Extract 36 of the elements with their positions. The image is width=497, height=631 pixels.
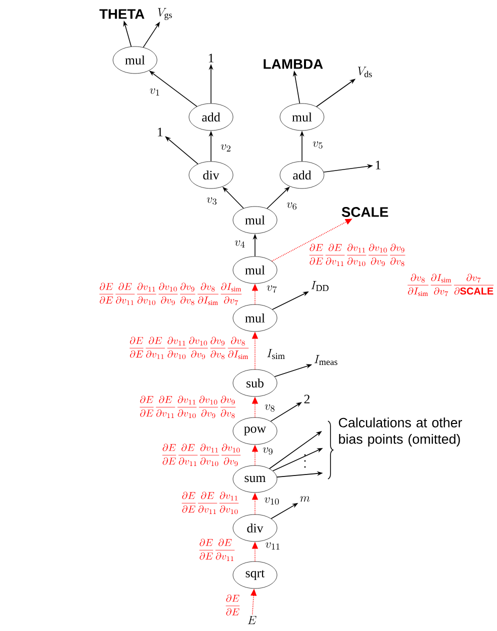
constant-label: 2 <box>304 394 310 404</box>
gradient-formula: $\frac{\partial E}{\partial E}\frac{\partial E}{\partial v_{11}}$ <box>199 538 235 561</box>
constant-label: 1 <box>208 54 214 62</box>
constant-label: 1 <box>158 128 162 136</box>
constant-label: 1 <box>376 160 380 170</box>
edge-label: $v_{10}$ <box>264 497 280 505</box>
gradient-formula: $\frac{\partial E}{\partial E}\frac{\partial E}{\partial v_{11}}\frac{\partial v_{11}}{\partial v_{10}}\frac{\partial v_{10}}{\partial v_9}\frac{\partial v_9}{\partial v_8}$ <box>309 244 406 266</box>
edge-label: $v_1$ <box>149 88 161 96</box>
gradient-formula: $\frac{\partial v_8}{\partial I_{\mathrm{sim}}}\frac{\partial I_{\mathrm{sim}}}{\partial v_7}\frac{\partial v_7}{\partial\textsf{\textbf{SCALE}}}$ <box>408 274 494 296</box>
gradient-formula: $\frac{\partial E}{\partial E}\frac{\partial E}{\partial v_{11}}\frac{\partial v_{11}}{\partial v_{10}}\frac{\partial v_{10}}{\partial v_9}$ <box>162 444 241 466</box>
edge-label: $v_3$ <box>206 197 218 205</box>
parameter-label: THETA <box>99 9 144 19</box>
gradient-formula: $\frac{\partial E}{\partial E}\frac{\partial E}{\partial v_{11}}\frac{\partial v_{11}}{\partial v_{10}}$ <box>182 492 239 514</box>
parameter-label: SCALE <box>342 207 388 217</box>
parameter-label: LAMBDA <box>264 59 323 69</box>
edge-label: $v_7$ <box>266 285 278 293</box>
edge-label: $v_9$ <box>262 447 274 455</box>
gradient-formula: $\frac{\partial E}{\partial E}\frac{\partial E}{\partial v_{11}}\frac{\partial v_{11}}{\partial v_{10}}\frac{\partial v_{10}}{\partial v_9}\frac{\partial v_9}{\partial v_8}\frac{\partial v_8}{\partial I_{\mathrm{sim}}}\frac{\partial I_{\mathrm{sim}}}{\partial v_7}$ <box>99 282 242 306</box>
variable-label: $m$ <box>300 496 310 502</box>
variable-label: $V_{\mathrm{gs}}$ <box>158 8 172 20</box>
edge-label: $v_8$ <box>264 404 276 412</box>
variable-label: $I_{\mathrm{DD}}$ <box>311 281 329 291</box>
edge-label: $v_4$ <box>234 240 246 248</box>
variable-label: $E$ <box>248 616 256 624</box>
arrow <box>266 186 290 209</box>
gradient-formula: $\frac{\partial E}{\partial E}$ <box>226 594 240 616</box>
variable-label: $V_{\mathrm{ds}}$ <box>358 66 372 78</box>
gradient-formula: $\frac{\partial E}{\partial E}\frac{\partial E}{\partial v_{11}}\frac{\partial v_{11}}{\partial v_{10}}\frac{\partial v_{10}}{\partial v_9}\frac{\partial v_9}{\partial v_8}$ <box>140 396 236 418</box>
note-text: Calculations at other bias points (omitted) <box>338 418 462 446</box>
edge-label: $v_6$ <box>286 202 298 210</box>
edge-label: $v_5$ <box>312 141 324 149</box>
gradient-formula: $\frac{\partial E}{\partial E}\frac{\partial E}{\partial v_{11}}\frac{\partial v_{11}}{\partial v_{10}}\frac{\partial v_{10}}{\partial v_9}\frac{\partial v_9}{\partial v_8}\frac{\partial v_8}{\partial I_{\mathrm{sim}}}$ <box>130 336 249 360</box>
edge-label: $v_{11}$ <box>264 542 282 550</box>
edge-label: $I_{\mathrm{sim}}$ <box>266 348 286 360</box>
edge-label: $v_2$ <box>220 144 232 152</box>
variable-label: $I_{\mathrm{meas}}$ <box>314 355 338 366</box>
